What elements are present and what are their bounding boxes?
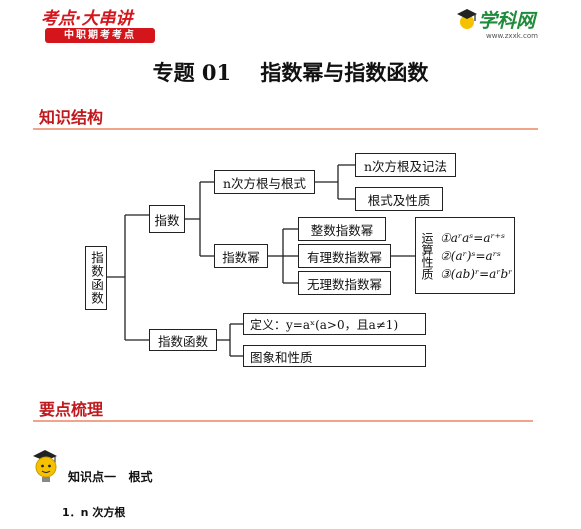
graph-properties-box: 图象和性质 (243, 345, 426, 367)
definition-box: 定义：y=aˣ(a>0，且a≠1) (243, 313, 426, 335)
zxxk-logo: 学科网 www.zxxk.com (456, 6, 566, 46)
exponent-power-label: 指数幂 (222, 249, 260, 265)
exponent-power-box: 指数幂 (214, 244, 268, 268)
nth-root-notation-box: n次方根及记法 (355, 153, 456, 177)
list-item: 1．n 次方根 (62, 506, 126, 519)
knowledge-point-heading: 知识点一 根式 (68, 470, 153, 484)
section-title-structure: 知识结构 (39, 108, 104, 127)
nth-root-box: n次方根与根式 (214, 170, 315, 194)
radical-properties-box: 根式及性质 (355, 187, 443, 211)
integer-power-box: 整数指数幂 (298, 217, 386, 241)
exponential-function-label: 指数函数 (157, 333, 208, 349)
lightbulb-mascot-icon (33, 450, 57, 482)
rule-1: ①aʳaˢ=aʳ⁺ˢ (440, 230, 506, 245)
page-title: 专题 01 指数幂与指数函数 (152, 60, 429, 85)
graduation-cap-icon (457, 9, 477, 29)
section-divider (33, 128, 538, 130)
nth-root-notation-label: n次方根及记法 (363, 158, 448, 174)
section-title-key-points: 要点梳理 (39, 400, 104, 419)
kaodian-logo: 考点·大串讲 中职期考考点 (41, 4, 161, 44)
irrational-power-box: 无理数指数幂 (298, 271, 391, 295)
rule-3: ③(ab)ʳ=aʳbʳ (440, 266, 513, 281)
zxxk-logo-url: www.zxxk.com (486, 32, 538, 40)
exponential-function-box: 指数函数 (149, 329, 217, 351)
operation-properties-box: 运算性质 ①aʳaˢ=aʳ⁺ˢ ②(aʳ)ˢ=aʳˢ ③(ab)ʳ=aʳbʳ (415, 217, 515, 294)
root-box: 指数函数 (85, 246, 107, 310)
exponent-label: 指数 (154, 212, 180, 228)
rational-power-label: 有理数指数幂 (306, 249, 382, 265)
integer-power-label: 整数指数幂 (310, 222, 374, 238)
exponent-box: 指数 (149, 205, 185, 233)
nth-root-label: n次方根与根式 (222, 175, 307, 191)
definition-label: 定义：y=aˣ(a>0，且a≠1) (250, 317, 399, 332)
kaodian-logo-title: 考点·大串讲 (41, 9, 133, 29)
root-label: 指数函数 (89, 251, 104, 305)
kaodian-logo-subtitle: 中职期考考点 (45, 28, 155, 43)
rational-power-box: 有理数指数幂 (298, 244, 391, 268)
operation-rules: ①aʳaˢ=aʳ⁺ˢ ②(aʳ)ˢ=aʳˢ ③(ab)ʳ=aʳbʳ (440, 231, 512, 281)
operation-properties-label: 运算性质 (420, 231, 434, 280)
zxxk-logo-name: 学科网 (478, 10, 536, 32)
graph-properties-label: 图象和性质 (250, 349, 313, 365)
section-divider (33, 420, 533, 422)
rule-2: ②(aʳ)ˢ=aʳˢ (440, 248, 501, 263)
irrational-power-label: 无理数指数幂 (306, 276, 382, 292)
radical-properties-label: 根式及性质 (367, 192, 431, 208)
